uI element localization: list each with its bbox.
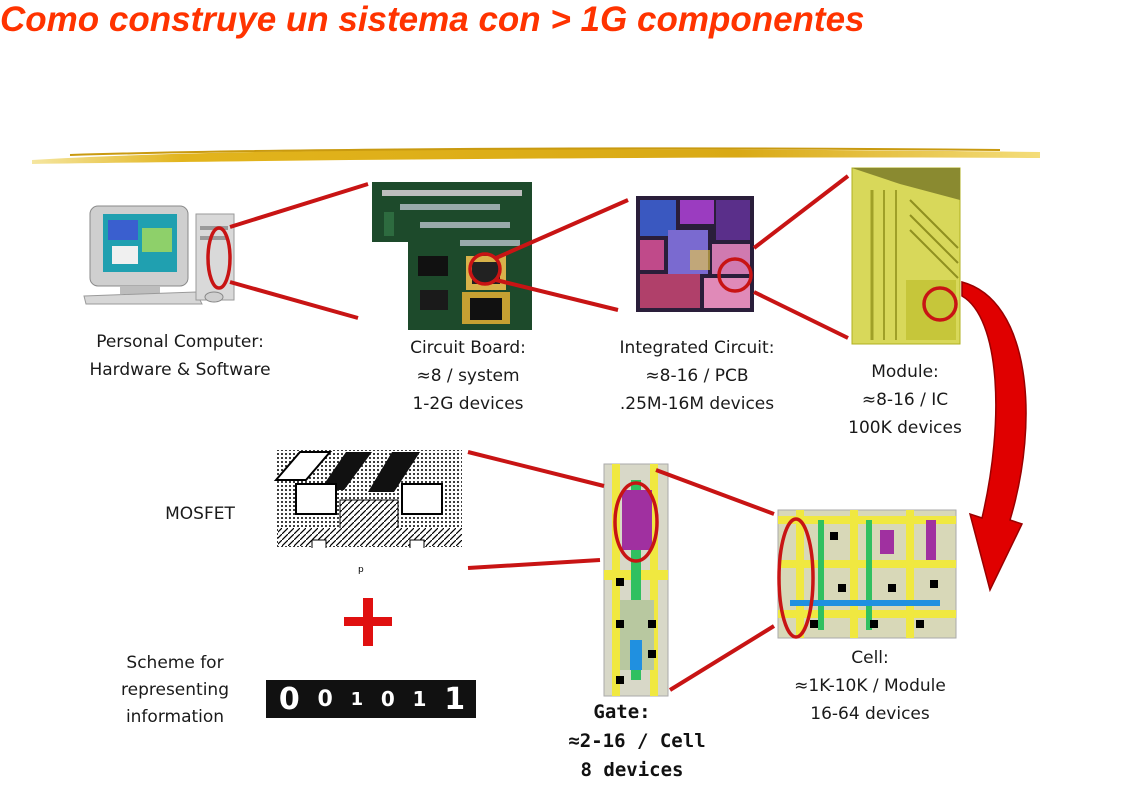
caption-line: representing [121, 680, 229, 700]
module-layout-image [851, 167, 961, 345]
caption-line: .25M-16M devices [619, 394, 775, 414]
caption-integrated-circuit: Integrated Circuit: ≈8-16 / PCB .25M-16M… [592, 334, 802, 418]
connector-lines [229, 174, 850, 692]
caption-scheme: Scheme for representing information [100, 650, 250, 731]
slide-title: Como construye un sistema con > 1G compo… [0, 0, 865, 39]
mosfet-cross-section-drawing: p [273, 450, 462, 575]
binary-digit: 1 [350, 688, 364, 710]
caption-mosfet: MOSFET [165, 504, 235, 524]
svg-text:p: p [358, 565, 364, 575]
personal-computer-icon [83, 205, 235, 305]
binary-strip: 0 0 1 0 1 1 [270, 680, 474, 718]
caption-line: Integrated Circuit: [619, 338, 775, 358]
caption-circuit-board: Circuit Board: ≈8 / system 1-2G devices [378, 334, 558, 418]
caption-line: ≈8 / system [416, 366, 520, 386]
caption-gate: Gate: ≈2-16 / Cell 8 devices [552, 698, 722, 785]
caption-line: ≈8-16 / IC [861, 390, 949, 410]
caption-line: Personal Computer: [96, 332, 264, 352]
binary-digit: 1 [444, 681, 466, 717]
caption-line: Cell: [851, 648, 889, 668]
binary-digit: 1 [412, 687, 427, 711]
caption-line: information [125, 707, 225, 727]
binary-digit: 0 [278, 681, 300, 717]
caption-module: Module: ≈8-16 / IC 100K devices [820, 358, 990, 442]
caption-line: 1-2G devices [412, 394, 524, 414]
caption-personal-computer: Personal Computer: Hardware & Software [70, 328, 290, 384]
caption-line: Circuit Board: [410, 338, 526, 358]
caption-line: Scheme for [126, 653, 224, 673]
circuit-board-photo [372, 182, 532, 330]
title-underline-brush [32, 147, 1040, 164]
caption-line: ≈1K-10K / Module [794, 676, 946, 696]
binary-digits-image [266, 680, 476, 718]
binary-digit: 0 [380, 687, 395, 711]
caption-line: Hardware & Software [89, 360, 271, 380]
curved-down-arrow [961, 281, 1027, 593]
plus-sign [344, 598, 392, 646]
caption-line: ≈8-16 / PCB [645, 366, 749, 386]
caption-line: ≈2-16 / Cell [568, 730, 706, 752]
caption-line: 16-64 devices [810, 704, 930, 724]
gate-layout-image [603, 463, 669, 697]
highlight-rings [206, 226, 958, 639]
binary-digit: 0 [317, 686, 333, 712]
caption-line: 8 devices [580, 759, 684, 781]
caption-line: 100K devices [848, 418, 962, 438]
caption-line: Gate: [593, 701, 651, 723]
caption-cell: Cell: ≈1K-10K / Module 16-64 devices [770, 644, 970, 728]
integrated-circuit-die-photo [636, 196, 754, 312]
caption-line: Module: [871, 362, 939, 382]
